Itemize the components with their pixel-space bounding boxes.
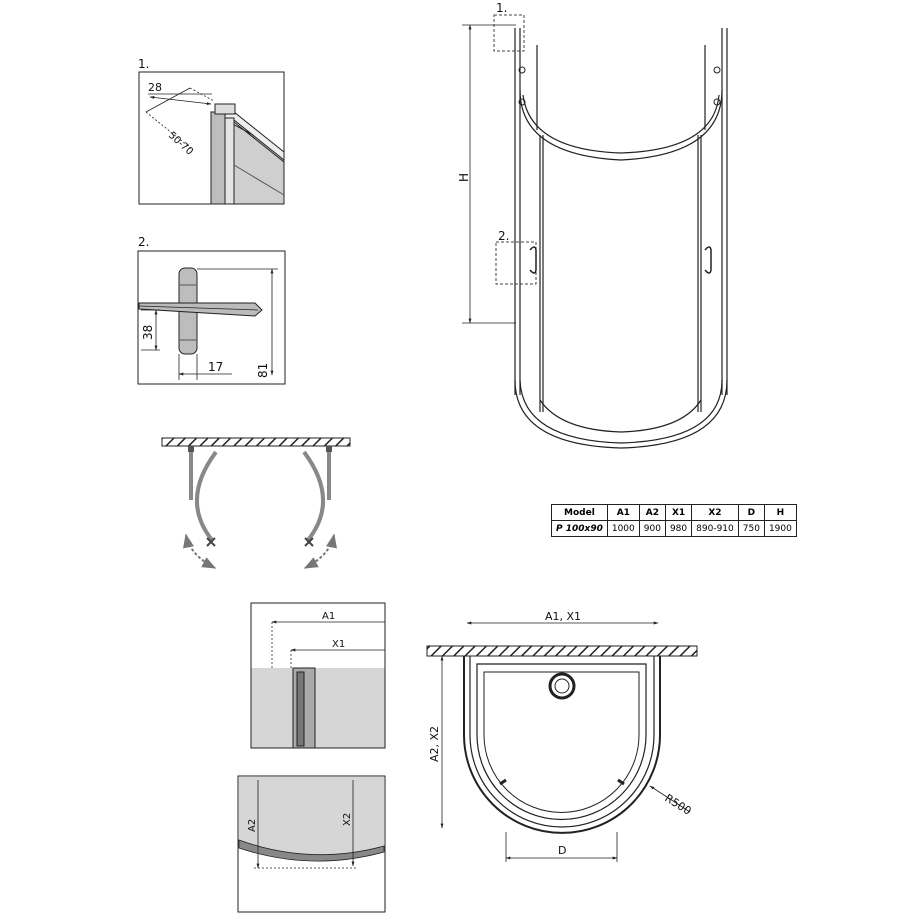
cell-model: P 100x90 bbox=[551, 520, 608, 537]
plan-view: A1, X1 A2, X2 D R500 bbox=[426, 610, 698, 862]
section-a2-x2: A2 X2 bbox=[237, 775, 386, 913]
left-door-arc bbox=[194, 450, 218, 542]
detail-2-label: 2. bbox=[138, 235, 149, 249]
drain bbox=[548, 672, 576, 700]
col-h: H bbox=[763, 504, 797, 521]
right-door-handle bbox=[704, 246, 712, 274]
detail-2: 2. 38 17 81 bbox=[137, 235, 286, 385]
door-handle-bar bbox=[138, 302, 263, 317]
dim-x2: X2 bbox=[342, 813, 353, 826]
cell-d: 750 bbox=[737, 520, 765, 537]
detail-2-dim-81: 81 bbox=[256, 363, 270, 378]
col-model: Model bbox=[551, 504, 608, 521]
left-door-handle bbox=[529, 246, 537, 274]
dim-r500: R500 bbox=[662, 792, 693, 818]
dim-d: D bbox=[558, 844, 566, 857]
plan-wall-hatch bbox=[426, 645, 698, 657]
left-swing-arrow bbox=[182, 533, 217, 569]
table-row: P 100x90 1000 900 980 890-910 750 1900 bbox=[551, 520, 797, 537]
col-x1: X1 bbox=[664, 504, 693, 521]
dim-a1-x1: A1, X1 bbox=[545, 610, 581, 623]
wall-hatch bbox=[161, 437, 351, 447]
right-swing-arrow bbox=[303, 533, 338, 569]
detail-2-dim-38: 38 bbox=[141, 325, 155, 340]
detail-1-profile bbox=[210, 103, 285, 205]
shower-enclosure-frame bbox=[514, 28, 728, 449]
col-x2: X2 bbox=[691, 504, 739, 521]
door-swing-diagram bbox=[161, 437, 351, 569]
detail-1: 1. 28 50-70 bbox=[138, 57, 285, 205]
plan-tray bbox=[463, 656, 661, 834]
dim-h: H bbox=[457, 173, 471, 182]
elevation-marker-1: 1. bbox=[496, 1, 507, 15]
cell-x2: 890-910 bbox=[691, 520, 739, 537]
section-a1-x1: A1 X1 bbox=[250, 602, 386, 749]
dim-a2-x2: A2, X2 bbox=[428, 726, 441, 762]
spec-table: Model A1 A2 X1 X2 D H P 100x90 1000 900 … bbox=[551, 504, 797, 537]
dim-a2: A2 bbox=[247, 819, 258, 832]
dim-a1: A1 bbox=[322, 611, 335, 622]
cell-x1: 980 bbox=[664, 520, 693, 537]
cell-h: 1900 bbox=[763, 520, 797, 537]
col-d: D bbox=[737, 504, 765, 521]
cell-a1: 1000 bbox=[606, 520, 640, 537]
dim-x1: X1 bbox=[332, 639, 345, 650]
cell-a2: 900 bbox=[638, 520, 666, 537]
detail-1-dim-28: 28 bbox=[148, 81, 162, 94]
detail-2-dim-17: 17 bbox=[208, 360, 223, 374]
spec-table-header-row: Model A1 A2 X1 X2 D H bbox=[551, 504, 797, 521]
col-a1: A1 bbox=[606, 504, 640, 521]
right-door-arc bbox=[302, 450, 326, 542]
detail-1-label: 1. bbox=[138, 57, 149, 71]
col-a2: A2 bbox=[638, 504, 666, 521]
elevation-view: 1. 2. H bbox=[457, 1, 728, 449]
elevation-marker-2: 2. bbox=[498, 229, 509, 243]
